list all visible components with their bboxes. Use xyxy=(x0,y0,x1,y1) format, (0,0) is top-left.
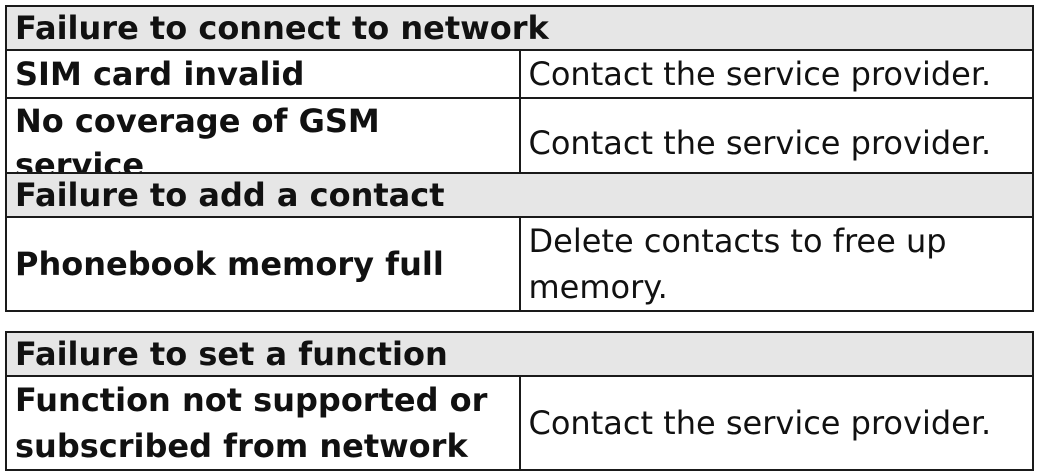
table-header-row: Failure to set a function xyxy=(5,331,1034,377)
section-header-network: Failure to connect to network xyxy=(5,5,1034,51)
table-header-row: Failure to connect to network xyxy=(5,5,1034,51)
table-row: SIM card invalid Contact the service pro… xyxy=(5,49,1034,99)
network-failure-table: Failure to connect to network SIM card i… xyxy=(5,5,1034,189)
table-row: Phonebook memory full Delete contacts to… xyxy=(5,216,1034,312)
table-header-row: Failure to add a contact xyxy=(5,172,1034,218)
cause-cell: Function not supported or subscribed from… xyxy=(5,375,521,471)
section-header-function: Failure to set a function xyxy=(5,331,1034,377)
solution-cell: Delete contacts to free up memory. xyxy=(518,216,1034,312)
solution-cell: Contact the service provider. xyxy=(518,49,1034,99)
solution-cell: Contact the service provider. xyxy=(518,375,1034,471)
solution-line: memory. xyxy=(528,268,668,306)
cause-line: subscribed from network xyxy=(15,427,468,465)
table-row: Function not supported or subscribed from… xyxy=(5,375,1034,471)
solution-line: Delete contacts to free up xyxy=(528,222,947,260)
cause-cell: Phonebook memory full xyxy=(5,216,521,312)
function-failure-table: Failure to set a function Function not s… xyxy=(5,331,1034,471)
cause-cell: SIM card invalid xyxy=(5,49,521,99)
section-header-contact: Failure to add a contact xyxy=(5,172,1034,218)
cause-line: Function not supported or xyxy=(15,381,488,419)
contact-failure-table: Failure to add a contact Phonebook memor… xyxy=(5,172,1034,312)
